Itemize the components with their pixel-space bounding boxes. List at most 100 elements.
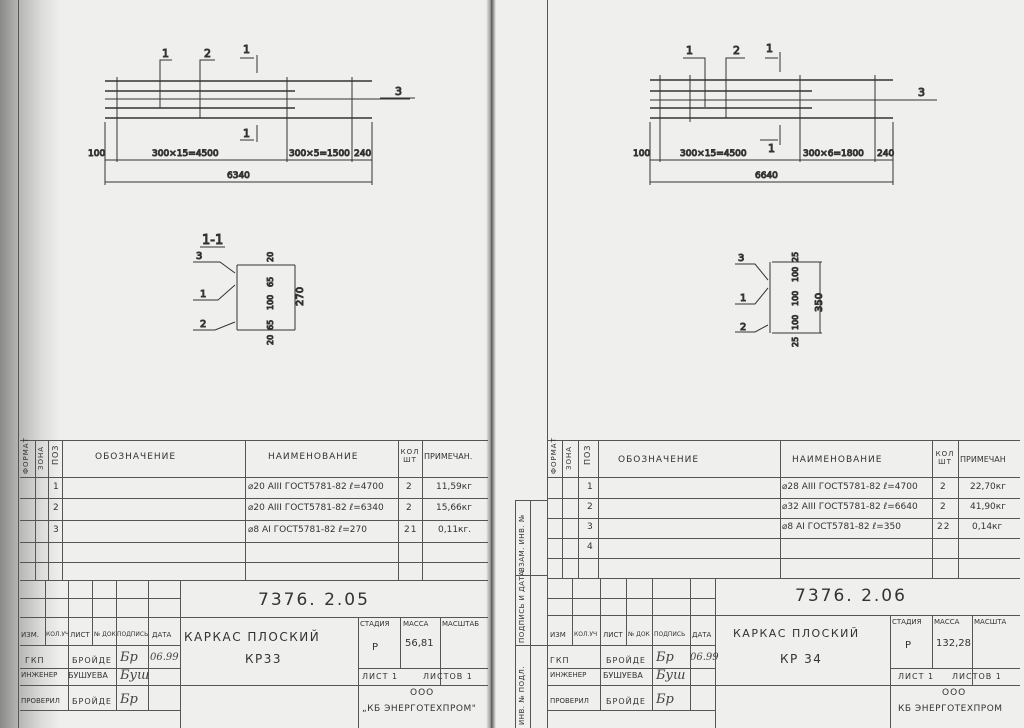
mass-value: 132,28 (936, 638, 971, 649)
drawing-code: 7376. 2.05 (258, 590, 370, 610)
section-mark: 1 (243, 43, 250, 56)
col-label: ЛИСТ (603, 631, 623, 639)
dimension-label: 25 (791, 252, 800, 262)
callout-label: 3 (738, 253, 744, 264)
dimension-label: 100 (633, 149, 650, 159)
header-name: НАИМЕНОВАНИЕ (268, 452, 359, 462)
callout-label: 3 (395, 85, 402, 98)
callout-label: 2 (200, 319, 206, 330)
col-label: ДАТА (692, 631, 712, 639)
col-label: ИЗМ. (21, 631, 39, 639)
dimension-label: 100 (88, 149, 105, 159)
dimension-label: 25 (791, 337, 800, 347)
org-type: ООО (942, 688, 967, 698)
section-mark: 1 (768, 142, 775, 155)
sheet-number: ЛИСТ 1 (362, 672, 399, 681)
header-pos: ПОЗ (51, 444, 60, 465)
section-title: 1-1 (202, 233, 223, 248)
row-name: ⌀20 AIII ГОСТ5781-82 ℓ=4700 (248, 482, 384, 492)
section-mark: 1 (243, 127, 250, 140)
drawing-code: 7376. 2.06 (795, 586, 907, 606)
person-name: БРОЙДЕ (72, 697, 112, 706)
sign-date: 06.99 (690, 652, 719, 663)
header-note: ПРИМЕЧАН (960, 455, 1006, 464)
header-name: НАИМЕНОВАНИЕ (792, 455, 883, 465)
row-qty: 2 (406, 503, 413, 513)
dimension-label: 100 (791, 267, 800, 282)
header-qty: КОЛ ШТ (935, 450, 955, 466)
sheets-total: ЛИСТОВ 1 (423, 672, 473, 681)
row-name: ⌀32 AIII ГОСТ5781-82 ℓ=6640 (782, 502, 918, 512)
callout-label: 2 (204, 47, 211, 60)
drawing-mark: КР33 (245, 652, 283, 666)
person-name: БУШУЕВА (68, 671, 108, 680)
col-label: КОЛ.УЧ (574, 631, 598, 638)
row-note: 0,11кг. (438, 525, 472, 535)
org-type: ООО (410, 688, 435, 698)
mass-value: 56,81 (405, 638, 434, 649)
row-name: ⌀20 AIII ГОСТ5781-82 ℓ=6340 (248, 503, 384, 513)
frame-line (547, 0, 548, 728)
section-mark: 1 (766, 42, 773, 55)
header-pos: ПОЗ (583, 444, 592, 465)
scan-shadow (0, 0, 60, 728)
row-qty: 2 (406, 482, 413, 492)
header-zone: ЗОНА (37, 445, 45, 470)
row-qty: 2 (940, 482, 947, 492)
dimension-label: 100 (791, 291, 800, 306)
stage-label: СТАДИЯ (360, 620, 390, 628)
callout-label: 1 (162, 47, 169, 60)
row-name: ⌀28 AIII ГОСТ5781-82 ℓ=4700 (782, 482, 918, 492)
col-label: ЛИСТ (70, 631, 90, 639)
callout-label: 3 (196, 251, 202, 262)
mass-label: МАССА (934, 618, 960, 626)
sign-date-label: ПОДПИСЬ И ДАТА (518, 570, 526, 643)
mass-label: МАССА (403, 620, 429, 628)
dimension-label: 65 (266, 277, 275, 287)
scale-label: МАСШТАБ (442, 620, 480, 628)
header-designation: ОБОЗНАЧЕНИЕ (618, 455, 700, 465)
callout-label: 2 (733, 44, 740, 57)
dimension-label: 240 (354, 149, 371, 159)
row-qty: 21 (404, 525, 418, 535)
person-name: БУШУЕВА (603, 671, 643, 680)
dimension-label: 65 (266, 320, 275, 330)
row-qty: 2 (940, 502, 947, 512)
col-label: КОЛ.УЧ (46, 631, 70, 638)
row-name: ⌀8 AI ГОСТ5781-82 ℓ=270 (248, 525, 367, 535)
signature: Бр (656, 692, 674, 707)
callout-label: 1 (200, 289, 206, 300)
header-note: ПРИМЕЧАН. (424, 452, 473, 461)
header-format: ФОРМАТ (22, 437, 30, 474)
stage-label: СТАДИЯ (892, 618, 922, 626)
drawing-title: КАРКАС ПЛОСКИЙ (184, 630, 321, 644)
signature: Буш (656, 668, 686, 683)
person-name: БРОЙДЕ (72, 656, 112, 665)
dimension-label: 300×5=1500 (289, 149, 350, 159)
dimension-label: 20 (266, 335, 275, 345)
signature: Бр (120, 650, 138, 665)
row-note: 15,66кг (436, 503, 472, 513)
row-pos: 4 (587, 542, 594, 552)
col-label: ДАТА (152, 631, 172, 639)
org-name: КБ ЭНЕРГОТЕХПРОМ (898, 704, 1003, 714)
row-pos: 2 (587, 502, 594, 512)
signature: Бр (120, 692, 138, 707)
sheets-total: ЛИСТОВ 1 (952, 672, 1002, 681)
col-label: № ДОК (628, 631, 650, 638)
role-label: ПРОВЕРИЛ (21, 697, 60, 705)
col-label: № ДОК (94, 631, 116, 638)
row-pos: 1 (53, 482, 60, 492)
dimension-label: 100 (791, 315, 800, 330)
row-note: 22,70кг (970, 482, 1006, 492)
header-zone: ЗОНА (565, 445, 573, 470)
row-note: 11,59кг (436, 482, 472, 492)
role-label: ИНЖЕНЕР (550, 671, 587, 679)
dimension-label: 100 (266, 295, 275, 310)
row-note: 41,90кг (970, 502, 1006, 512)
row-pos: 3 (53, 525, 60, 535)
header-qty: КОЛ ШТ (400, 448, 420, 464)
frame-line (18, 0, 19, 728)
row-qty: 22 (937, 522, 951, 532)
row-pos: 1 (587, 482, 594, 492)
